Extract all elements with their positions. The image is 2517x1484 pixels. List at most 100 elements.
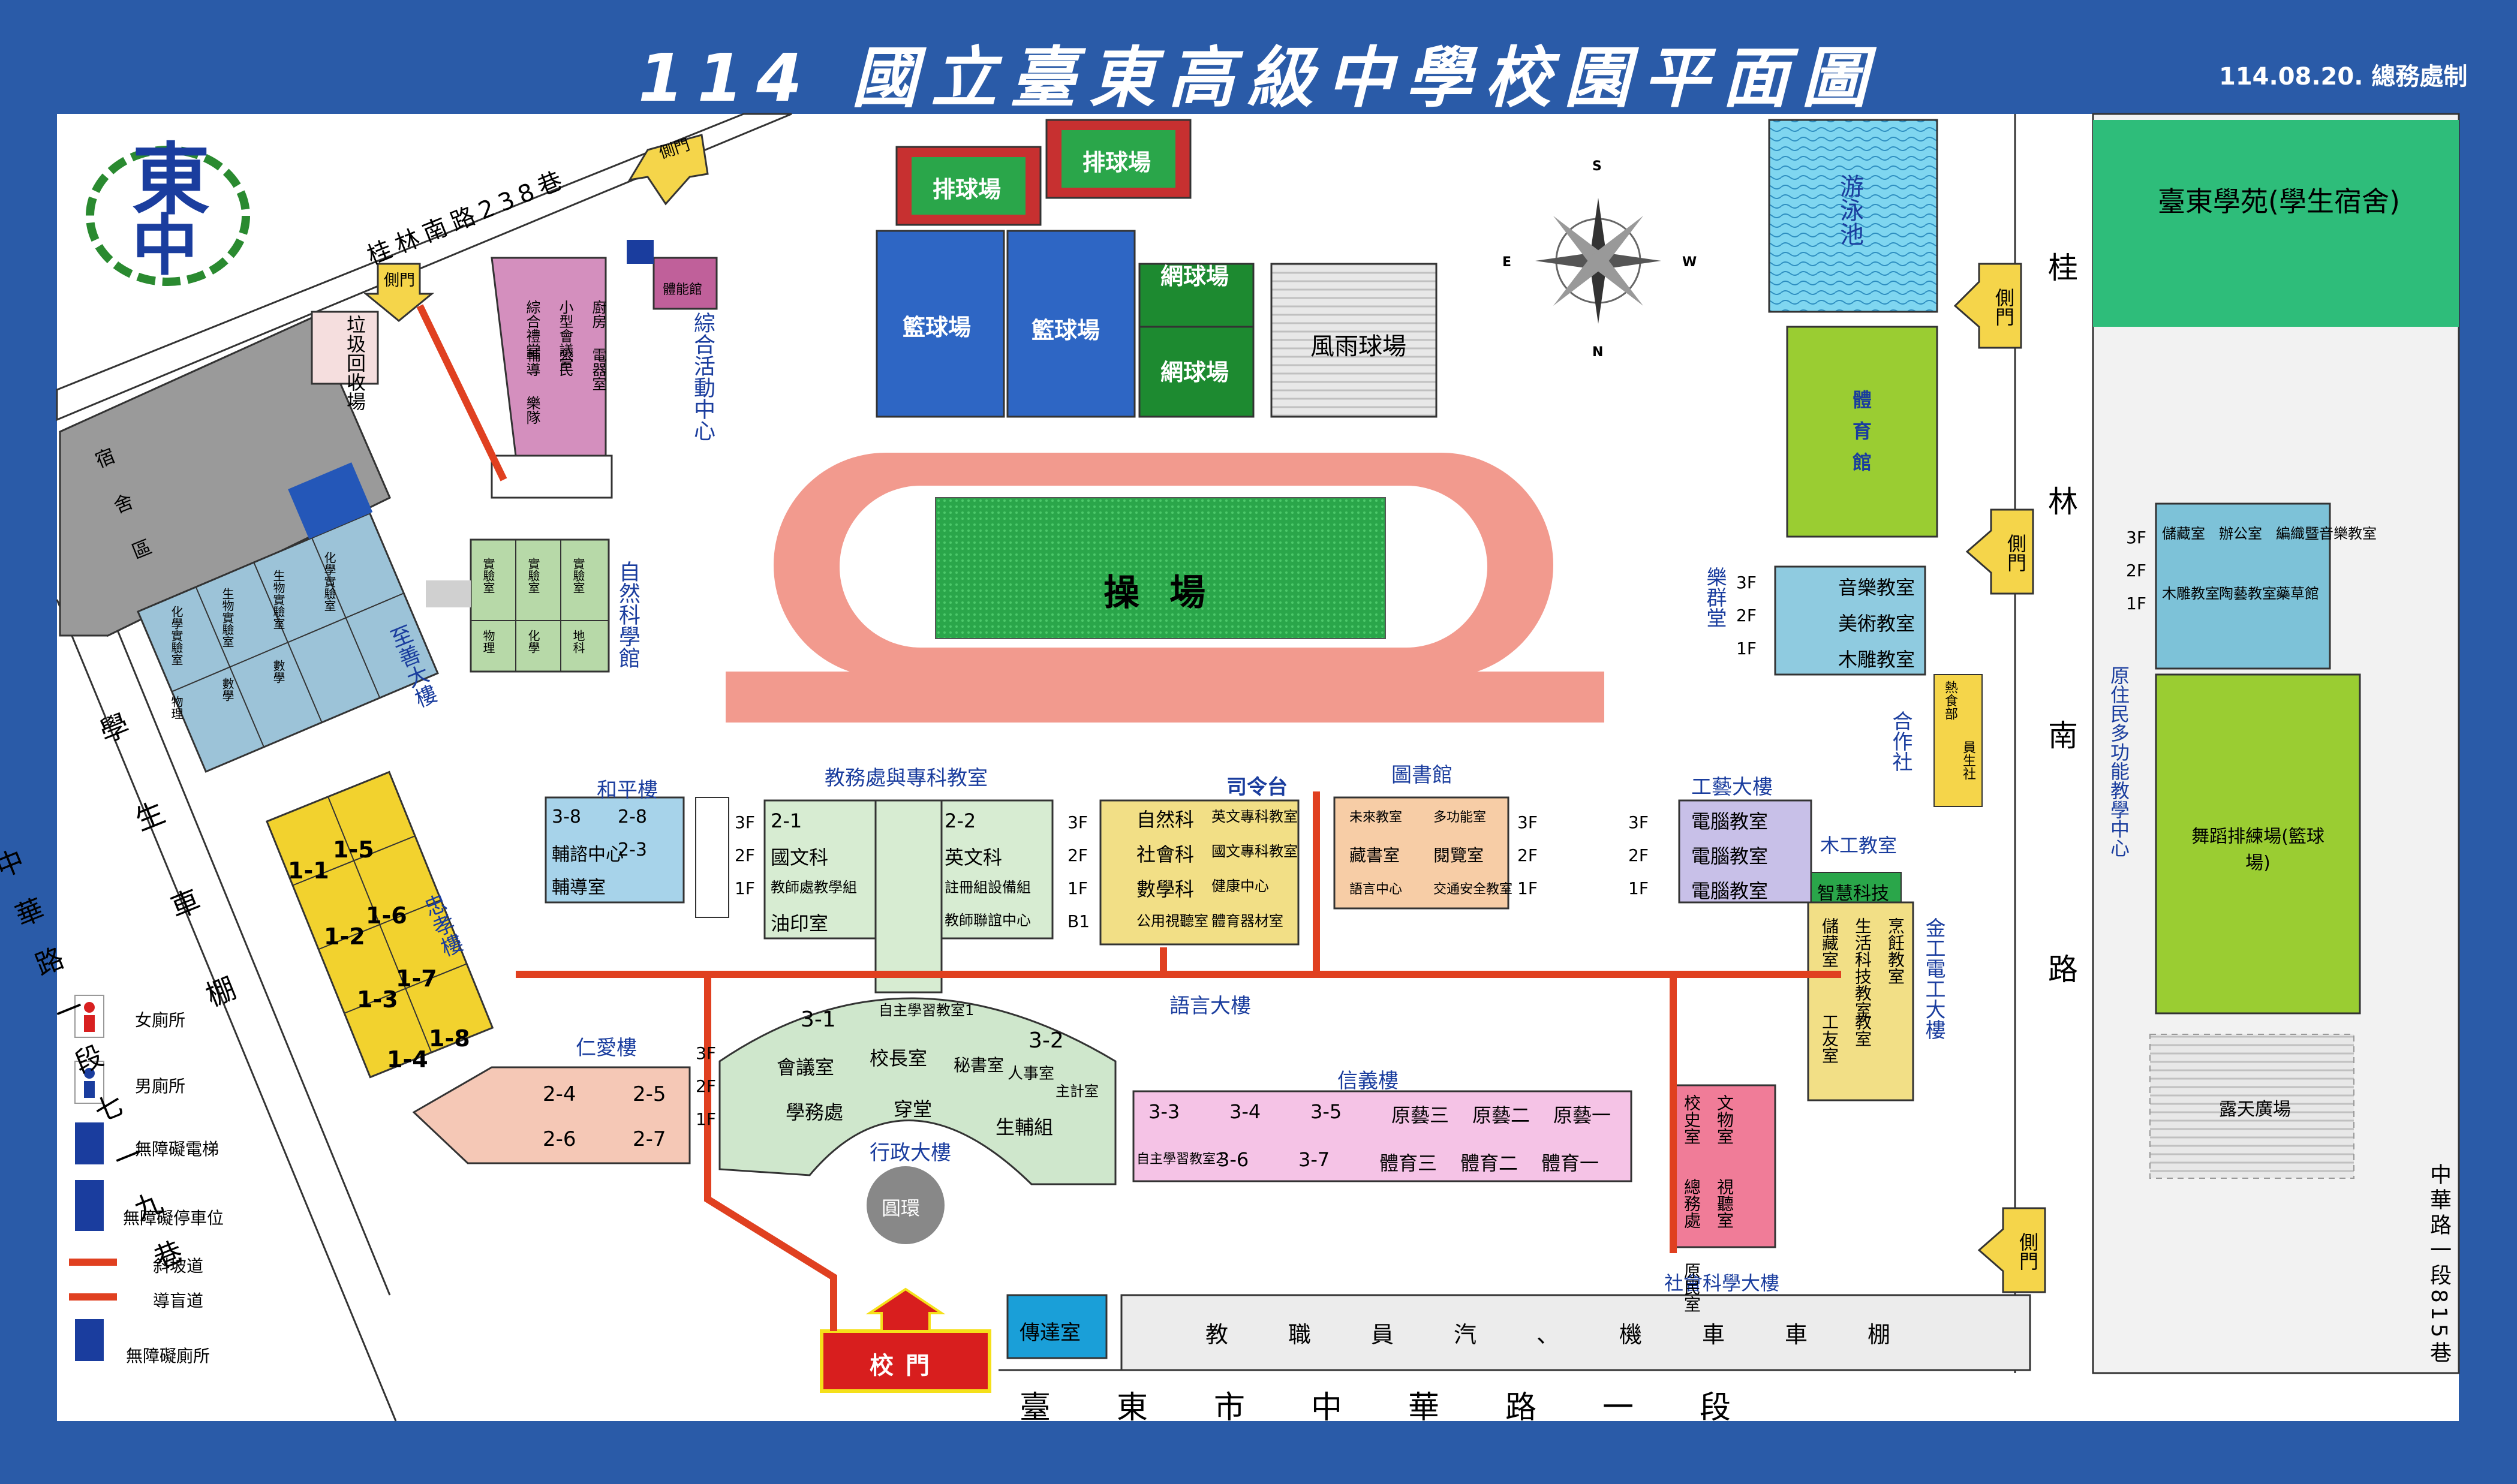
- admin-room: 學務處: [786, 1101, 844, 1124]
- zhongxiao-room: 1-1: [288, 857, 329, 884]
- zhongxiao-room: 1-3: [357, 986, 398, 1013]
- music-hall: [1774, 565, 1926, 676]
- zhishan-building: [137, 462, 439, 773]
- floor-marker: 1F: [1517, 878, 1538, 898]
- gymnasium: [1786, 326, 1938, 538]
- legend-accessible-wc: 無障礙廁所: [126, 1346, 210, 1366]
- craft-room: 電腦教室: [1691, 845, 1769, 868]
- academic-room: 2-2: [945, 809, 976, 832]
- language-label: 語言大樓: [1169, 994, 1251, 1018]
- language-room: 社會科: [1136, 843, 1195, 866]
- indoor-pe-room: 體能館: [663, 282, 703, 297]
- floor-marker: 1F: [696, 1109, 716, 1129]
- side-gate-nw-icon[interactable]: [628, 134, 709, 206]
- floor-marker: 3F: [1517, 812, 1538, 832]
- zhongxiao-room: 1-8: [429, 1025, 470, 1052]
- academic-label: 教務處與專科教室: [825, 766, 988, 790]
- legend-elevator: 無障礙電梯: [135, 1139, 219, 1159]
- zhishan-room: 化學實驗室: [169, 606, 184, 666]
- floor-marker: 2F: [696, 1076, 716, 1096]
- library: [1333, 796, 1509, 910]
- floor-marker: B1: [1067, 911, 1090, 931]
- side-gate-e2-icon[interactable]: [1965, 508, 2034, 595]
- xinyi-room-top: 原藝一: [1553, 1104, 1611, 1127]
- admin-label: 行政大樓: [870, 1141, 951, 1165]
- heping-room: 輔諮中心: [552, 844, 624, 865]
- floor-marker: 1F: [2126, 594, 2146, 613]
- heping-building: [545, 796, 685, 904]
- language-room: 健康中心: [1211, 878, 1269, 895]
- indigenous-room: 辦公室: [2219, 525, 2262, 542]
- zhongxiao-room: 1-5: [333, 836, 374, 863]
- admin-room: 校長室: [870, 1047, 928, 1070]
- xinyi-room-bottom: 體育二: [1460, 1152, 1518, 1175]
- floor-marker: 3F: [735, 812, 755, 832]
- field-label: 操場: [1103, 572, 1235, 614]
- zhongxiao-building: [266, 770, 494, 1079]
- metalwork-room: 生活科技教室: [1853, 917, 1872, 1018]
- natural-science-label: 自然科學館: [615, 561, 640, 669]
- natsci-room: 地科: [571, 630, 585, 654]
- side-gate-e1-icon[interactable]: [1953, 263, 2022, 349]
- music-room: 木雕教室: [1838, 648, 1915, 671]
- rain-court: [1270, 263, 1438, 418]
- xinyi-room-bottom: 自主學習教室2: [1136, 1152, 1224, 1167]
- academic-room: 教師聯誼中心: [945, 912, 1031, 929]
- language-room: 公用視聽室: [1136, 913, 1208, 929]
- main-gate-label[interactable]: 校門: [870, 1352, 942, 1380]
- heping-label: 和平樓: [597, 778, 658, 802]
- language-room: 數學科: [1136, 878, 1195, 901]
- library-label: 圖書館: [1391, 763, 1453, 787]
- heping-room: 輔導室: [552, 877, 606, 898]
- library-room: 交通安全教室: [1433, 882, 1513, 897]
- library-room: 閱覽室: [1433, 845, 1484, 865]
- dance-court-label: 舞蹈排練場(籃球場): [2191, 826, 2324, 874]
- staff-parking: [1120, 1294, 2031, 1371]
- road-zhonghua-719-edge: [56, 599, 397, 1422]
- craft-room: 電腦教室: [1691, 880, 1769, 902]
- zhongxiao-room: 1-2: [324, 923, 365, 950]
- admin-room: 人事室: [1008, 1065, 1055, 1083]
- student-home-label: 臺東學苑(學生宿舍): [2158, 185, 2400, 218]
- compass-rose-icon: [1535, 198, 1661, 324]
- reception-room: [1006, 1294, 1108, 1359]
- side-gate-w-icon[interactable]: [363, 263, 435, 322]
- natsci-room: 實驗室: [526, 558, 540, 594]
- music-hall-label: 樂群堂: [1703, 567, 1727, 628]
- xinyi-room-bottom: 體育一: [1541, 1152, 1599, 1175]
- admin-room: 會議室: [777, 1056, 835, 1079]
- podium-label: 司令台: [1226, 775, 1288, 799]
- logo-bottom-char: 中: [132, 207, 198, 284]
- academic-room: 2-1: [771, 809, 802, 832]
- xinyi-room-top: 3-3: [1148, 1100, 1180, 1123]
- library-room: 語言中心: [1349, 882, 1403, 897]
- heping-room: 2-8: [618, 806, 647, 827]
- floor-marker: 3F: [1628, 812, 1649, 832]
- xinyi-room-bottom: 3-6: [1217, 1148, 1249, 1171]
- language-room: 自然科: [1136, 808, 1195, 831]
- heping-room: 3-8: [552, 806, 581, 827]
- natsci-room: 物理: [481, 630, 495, 654]
- xinyi-room-top: 原藝二: [1472, 1104, 1530, 1127]
- academic-room: 英文科: [945, 846, 1003, 869]
- basketball-court-1: [876, 230, 1005, 418]
- hot-food-room: 熱食部: [1942, 681, 1957, 720]
- side-gate-e3-icon[interactable]: [1977, 1207, 2046, 1293]
- compass-s: S: [1592, 159, 1602, 174]
- music-room: 音樂教室: [1838, 576, 1915, 599]
- tennis-label-2: 網球場: [1160, 359, 1229, 386]
- floor-marker: 1F: [735, 878, 755, 898]
- floor-marker: 3F: [2126, 528, 2146, 547]
- metalwork-room: 工友室: [1820, 1013, 1839, 1064]
- language-room: 英文專科教室: [1211, 808, 1298, 825]
- track-straight: [726, 672, 1604, 723]
- main-gate[interactable]: [820, 1329, 991, 1393]
- road-guilin-238: [56, 113, 792, 422]
- metalwork-room: 烹飪教室: [1886, 917, 1905, 985]
- gym-label: 體育館: [1850, 390, 1872, 483]
- tennis-court-2: [1138, 326, 1255, 418]
- road-label-zhonghua-815: 中華路一段815巷: [2426, 1163, 2451, 1366]
- admin-room: 穿堂: [894, 1098, 933, 1121]
- volleyball-label-1: 排球場: [933, 176, 1002, 203]
